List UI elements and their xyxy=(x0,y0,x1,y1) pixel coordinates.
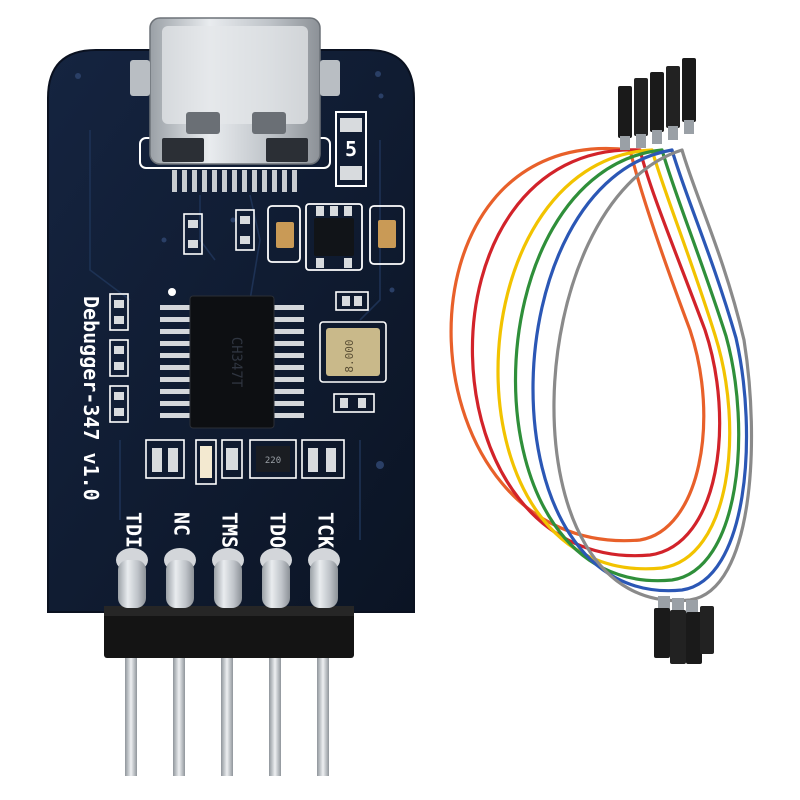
wire-6 xyxy=(552,148,754,603)
pcb-traces xyxy=(89,130,381,540)
wire-2 xyxy=(470,148,722,558)
top-connectors xyxy=(618,58,696,150)
pin-label-4: TDO xyxy=(266,512,290,548)
wire-4 xyxy=(514,148,741,583)
wire-5 xyxy=(531,148,749,593)
crystal-frequency: 8.000 xyxy=(343,339,356,372)
power-section xyxy=(183,203,405,271)
wire-1 xyxy=(449,146,706,543)
connector-number: 5 xyxy=(345,137,357,161)
pcb-vias xyxy=(75,71,395,469)
main-chip: CH347T xyxy=(160,288,304,429)
usb-pads xyxy=(172,170,297,192)
resistor-network-marking: 220 xyxy=(265,456,281,466)
wire-3 xyxy=(496,148,732,571)
debugger-board: 5 xyxy=(47,17,415,776)
chip-marking: CH347T xyxy=(228,337,244,388)
pin-header xyxy=(104,548,354,776)
jumper-cable xyxy=(449,58,754,664)
left-components xyxy=(109,293,129,423)
pin-label-5: TCK xyxy=(314,512,338,548)
pin-label-2: NC xyxy=(170,512,194,536)
crystal-oscillator: 8.000 xyxy=(319,291,387,413)
connector-marking: 5 xyxy=(335,111,367,187)
pin-labels: TDI NC TMS TDO TCK xyxy=(122,512,338,548)
bottom-connectors xyxy=(654,596,714,664)
usb-c-connector xyxy=(130,17,340,169)
bottom-components: 220 xyxy=(145,439,345,485)
pin-label-3: TMS xyxy=(218,512,242,548)
board-name: Debugger-347 v1.0 xyxy=(79,296,103,501)
pin-label-1: TDI xyxy=(122,512,146,548)
